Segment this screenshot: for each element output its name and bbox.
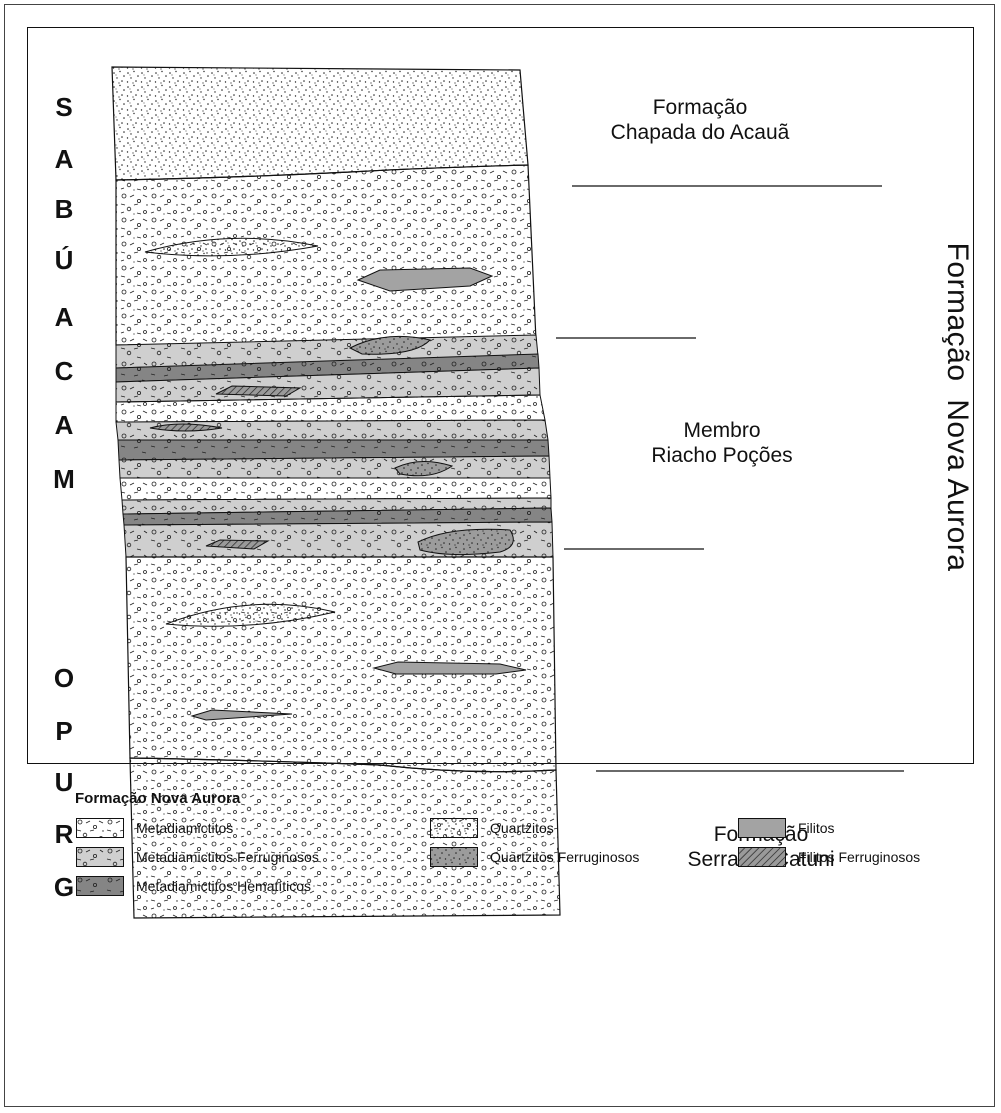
serra-do-catuni-unit <box>129 757 561 919</box>
figure-frame <box>4 4 995 1107</box>
filitos-swatch <box>738 818 786 838</box>
filito-lens-lower-1 <box>372 661 527 675</box>
group-letter: O <box>53 663 75 693</box>
label-line: Membro <box>683 419 761 442</box>
group-letter: A <box>54 410 74 440</box>
group-letter: M <box>53 464 75 494</box>
group-letter: P <box>55 716 73 746</box>
legend-label: Metadiamictitos Ferruginosos <box>136 849 319 865</box>
filito-ferr-lens-1 <box>215 385 302 397</box>
quartzitos-ferruginosos-swatch <box>430 847 478 867</box>
top-formation-label: Formação Chapada do Acauã <box>590 95 810 145</box>
legend-title: Formação Nova Aurora <box>75 790 241 807</box>
quartzite-ferr-lens-2 <box>394 461 454 477</box>
filitos-ferruginosos-swatch <box>738 847 786 867</box>
upper-metadiamictite-unit <box>115 164 537 346</box>
quartzite-lens-lower <box>165 603 336 627</box>
group-letter: G <box>53 872 75 902</box>
group-letter: B <box>54 194 74 224</box>
member-label: Membro Riacho Poções <box>612 418 832 468</box>
group-letter: A <box>54 144 74 174</box>
legend-label: Quartzitos <box>490 820 554 836</box>
legend-label: Quartzitos Ferruginosos <box>490 849 640 865</box>
group-letter: S <box>55 92 73 122</box>
ferruginous-band-4 <box>118 455 551 479</box>
vertical-label-text: Formação Nova Aurora <box>941 242 974 572</box>
legend-item-filitos: Filitos <box>738 818 835 838</box>
group-letter: C <box>54 356 74 386</box>
legend-label: Metadiamictitos <box>136 820 234 836</box>
quartzite-lens-upper <box>144 237 319 257</box>
legend-item-filitos-ferruginosos: Filitos Ferruginosos <box>738 847 920 867</box>
label-line: Chapada do Acauã <box>610 121 790 144</box>
legend-item-metadiamictitos: Metadiamictitos <box>76 818 233 838</box>
metadiamictitos-hematiticos-swatch <box>76 876 124 896</box>
chapada-do-acaua-unit <box>111 66 529 181</box>
filito-lens-upper <box>356 267 494 292</box>
group-letter: U <box>54 767 74 797</box>
white-band-2 <box>119 477 552 501</box>
filito-lens-lower-2 <box>190 709 293 721</box>
group-letter: A <box>54 302 74 332</box>
group-letter: Ú <box>54 245 74 275</box>
label-line: Formação <box>652 96 748 119</box>
filito-ferr-lens-2 <box>149 423 223 432</box>
legend-item-metadiamictitos-ferruginosos: Metadiamictitos Ferruginosos <box>76 847 319 867</box>
quartzite-ferr-lens-3 <box>417 528 514 556</box>
quartzitos-swatch <box>430 818 478 838</box>
legend-label: Filitos <box>798 820 835 836</box>
filito-ferr-lens-3 <box>205 539 270 550</box>
legend-item-quartzitos-ferruginosos: Quartzitos Ferruginosos <box>430 847 639 867</box>
label-line: Riacho Poções <box>651 444 793 467</box>
quartzite-ferr-lens-1 <box>348 335 431 355</box>
legend-item-quartzitos: Quartzitos <box>430 818 554 838</box>
group-letter: R <box>54 819 74 849</box>
metadiamictitos-ferruginosos-swatch <box>76 847 124 867</box>
metadiamictitos-swatch <box>76 818 124 838</box>
legend-label: Filitos Ferruginosos <box>798 849 921 865</box>
legend-label: Metadiamictitos Hematíticos <box>136 878 312 894</box>
legend-item-metadiamictitos-hematiticos: Metadiamictitos Hematíticos <box>76 876 311 896</box>
